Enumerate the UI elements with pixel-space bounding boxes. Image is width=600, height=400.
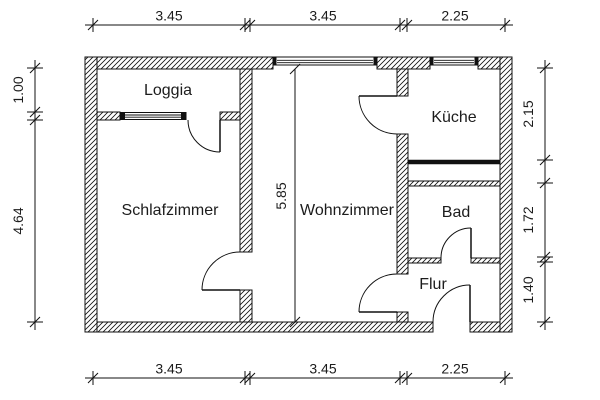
wall-schlafzimmer-wohnzimmer-lower xyxy=(239,289,253,323)
room-label-kueche: Küche xyxy=(431,109,476,126)
wall-wohnzimmer-kueche-upper xyxy=(396,68,409,97)
wall-loggia-parapet-right xyxy=(219,111,241,121)
dimension-chain-left: 1.00 4.64 xyxy=(10,60,43,330)
wall-exterior-left xyxy=(84,56,98,333)
wall-wohnzimmer-mid xyxy=(396,133,409,275)
walls xyxy=(84,56,513,333)
dimension-wohnzimmer-depth: 5.85 xyxy=(273,63,301,328)
door-entrance-flur xyxy=(432,284,471,323)
wall-wohnzimmer-flur-lower xyxy=(396,311,409,323)
dim-left-1: 1.00 xyxy=(10,76,26,103)
wall-exterior-top-left-segment xyxy=(96,56,274,70)
window-loggia xyxy=(119,112,187,120)
door-loggia xyxy=(187,119,221,153)
dim-bottom-2: 3.45 xyxy=(309,361,336,377)
door-bad xyxy=(440,227,472,259)
wall-shaft-bad xyxy=(407,180,501,187)
wall-bad-flur-right xyxy=(470,257,501,264)
room-label-flur: Flur xyxy=(419,276,447,293)
room-label-wohnzimmer: Wohnzimmer xyxy=(300,202,395,219)
dim-right-3: 1.40 xyxy=(520,276,536,303)
room-label-schlafzimmer: Schlafzimmer xyxy=(122,202,220,219)
wall-exterior-right xyxy=(499,56,513,333)
windows xyxy=(119,56,479,120)
room-label-loggia: Loggia xyxy=(144,82,192,99)
dimension-chain-bottom: 3.45 3.45 2.25 xyxy=(85,361,513,385)
wall-loggia-parapet-left xyxy=(96,111,121,121)
wall-bad-flur-left xyxy=(407,257,442,264)
door-kueche xyxy=(358,95,398,135)
dim-right-2: 1.72 xyxy=(520,206,536,233)
wall-kueche-bottom-solid xyxy=(407,159,501,165)
window-kueche xyxy=(429,56,479,66)
window-wohnzimmer xyxy=(272,56,378,66)
dim-top-3: 2.25 xyxy=(441,8,468,24)
doors xyxy=(187,95,472,323)
wall-exterior-top-mid-pier xyxy=(376,56,431,70)
dim-top-2: 3.45 xyxy=(309,8,336,24)
dimension-chain-right: 2.15 1.72 1.40 xyxy=(520,60,553,330)
dim-bottom-1: 3.45 xyxy=(155,361,182,377)
room-label-bad: Bad xyxy=(442,204,470,221)
door-wohnzimmer-flur xyxy=(358,273,398,313)
wall-exterior-bottom-left-segment xyxy=(96,321,434,333)
room-labels: Loggia Schlafzimmer Wohnzimmer Küche Bad… xyxy=(122,82,477,293)
dim-right-1: 2.15 xyxy=(520,100,536,127)
dim-top-1: 3.45 xyxy=(155,8,182,24)
dimension-chain-top: 3.45 3.45 2.25 xyxy=(85,8,513,32)
wall-schlafzimmer-wohnzimmer-upper xyxy=(239,68,253,253)
dim-left-2: 4.64 xyxy=(10,207,26,234)
wall-exterior-bottom-right-segment xyxy=(469,321,501,333)
dim-interior-1: 5.85 xyxy=(273,182,289,209)
door-schlafzimmer xyxy=(201,251,241,291)
dim-bottom-3: 2.25 xyxy=(441,361,468,377)
wall-exterior-top-right-segment xyxy=(477,56,501,70)
